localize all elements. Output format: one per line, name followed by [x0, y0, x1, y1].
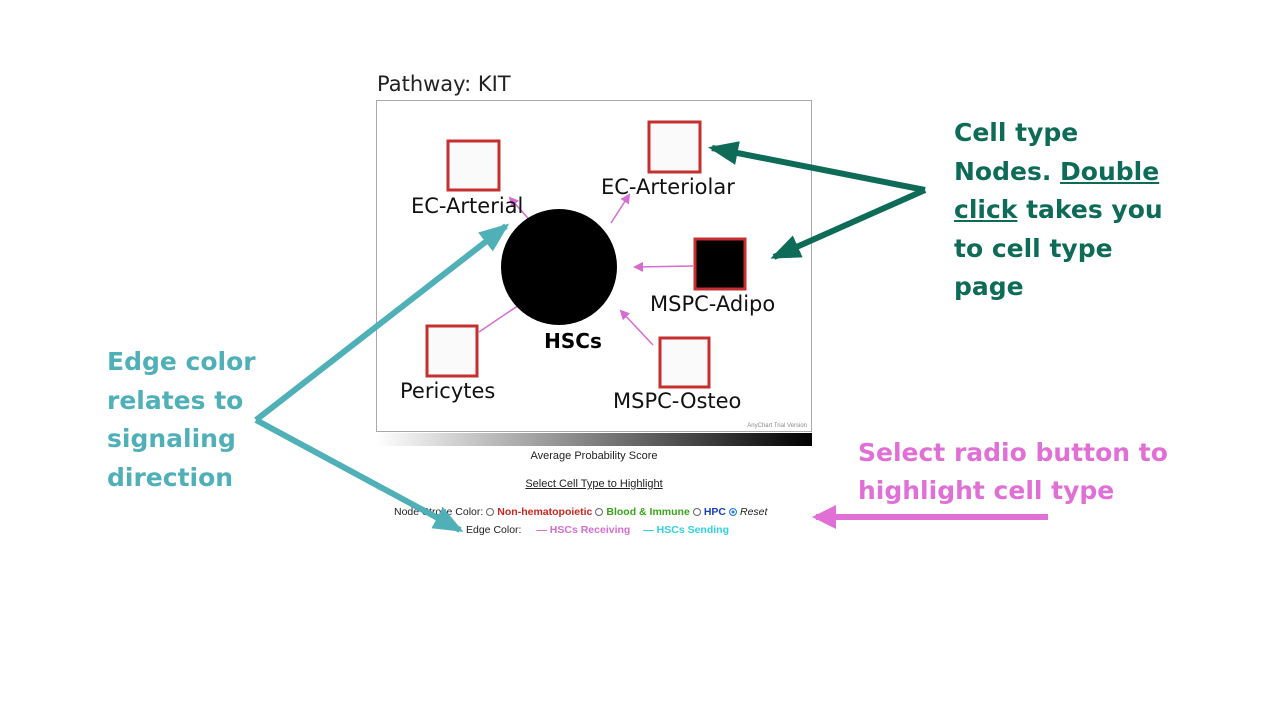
option-blood-immune[interactable]: Blood & Immune [606, 506, 690, 518]
annotation-line: Select radio button to [858, 438, 1168, 467]
annotation-line: Edge color [107, 347, 256, 376]
ec-arteriolar-node[interactable] [647, 120, 702, 174]
select-cell-type-heading: Select Cell Type to Highlight [525, 478, 663, 490]
node-stroke-legend: Node Stroke Color: Non-hematopoietic Blo… [394, 506, 767, 518]
hscs-node[interactable] [501, 209, 617, 325]
probability-gradient-bar [376, 433, 812, 446]
mspc-osteo-label: MSPC-Osteo [613, 389, 741, 413]
edge-mspc-osteo [619, 309, 654, 346]
annotation-line: signaling [107, 424, 236, 453]
radio-blood-immune[interactable] [595, 508, 604, 516]
edge-sending-legend: — HSCs Sending [643, 524, 730, 536]
edge-color-label: Edge Color: [466, 524, 522, 536]
ec-arteriolar-label: EC-Arteriolar [601, 175, 735, 199]
annotation-edge-color: Edge color relates to signaling directio… [107, 343, 287, 497]
mspc-osteo-node[interactable] [658, 336, 711, 389]
annotation-radio-button: Select radio button to highlight cell ty… [858, 434, 1178, 510]
annotation-cell-type-nodes: Cell type Nodes. Double click takes you … [954, 114, 1164, 307]
annotation-underline-text: Double [1060, 156, 1160, 186]
option-reset[interactable]: Reset [739, 506, 768, 518]
pathway-title: Pathway: KIT [377, 72, 511, 96]
ec-arterial-node[interactable] [446, 139, 501, 192]
annotation-line: page [954, 272, 1024, 301]
annotation-text: Nodes. [954, 156, 1061, 186]
hscs-label: HSCs [544, 329, 602, 353]
annotation-line: highlight cell type [858, 476, 1115, 505]
network-chart: EC-Arterial EC-Arteriolar MSPC-Adipo MSP… [376, 100, 812, 432]
annotation-underline-text: click [954, 195, 1018, 224]
mspc-adipo-node[interactable] [693, 237, 747, 291]
edge-mspc-adipo [633, 261, 694, 272]
pericytes-node[interactable] [425, 324, 479, 378]
mspc-adipo-label: MSPC-Adipo [650, 292, 775, 316]
annotation-line: direction [107, 462, 234, 492]
pericytes-label: Pericytes [400, 379, 495, 403]
probability-label: Average Probability Score [530, 450, 658, 462]
edge-color-legend: Edge Color: — HSCs Receiving — HSCs Send… [466, 524, 729, 536]
annotation-line: click takes you [954, 191, 1164, 230]
annotation-line: to cell type [954, 233, 1113, 263]
network-graph: EC-Arterial EC-Arteriolar MSPC-Adipo MSP… [400, 120, 775, 413]
option-non-hematopoietic[interactable]: Non-hematopoietic [497, 506, 593, 518]
annotation-line: relates to [107, 385, 244, 415]
radio-non-hematopoietic[interactable] [486, 508, 495, 516]
ec-arterial-label: EC-Arterial [411, 194, 523, 218]
node-stroke-label: Node Stroke Color: [394, 506, 484, 518]
radio-reset[interactable] [728, 508, 737, 516]
edge-ec-arteriolar [610, 193, 631, 224]
annotation-line: Cell type [954, 118, 1079, 147]
radio-hpc[interactable] [692, 508, 701, 516]
annotation-line: Nodes. Double [954, 153, 1164, 192]
annotation-text: takes you [1017, 195, 1163, 224]
option-hpc[interactable]: HPC [703, 506, 726, 518]
trial-watermark: AnyChart Trial Version [747, 423, 807, 429]
edge-receiving-legend: — HSCs Receiving [536, 524, 631, 536]
